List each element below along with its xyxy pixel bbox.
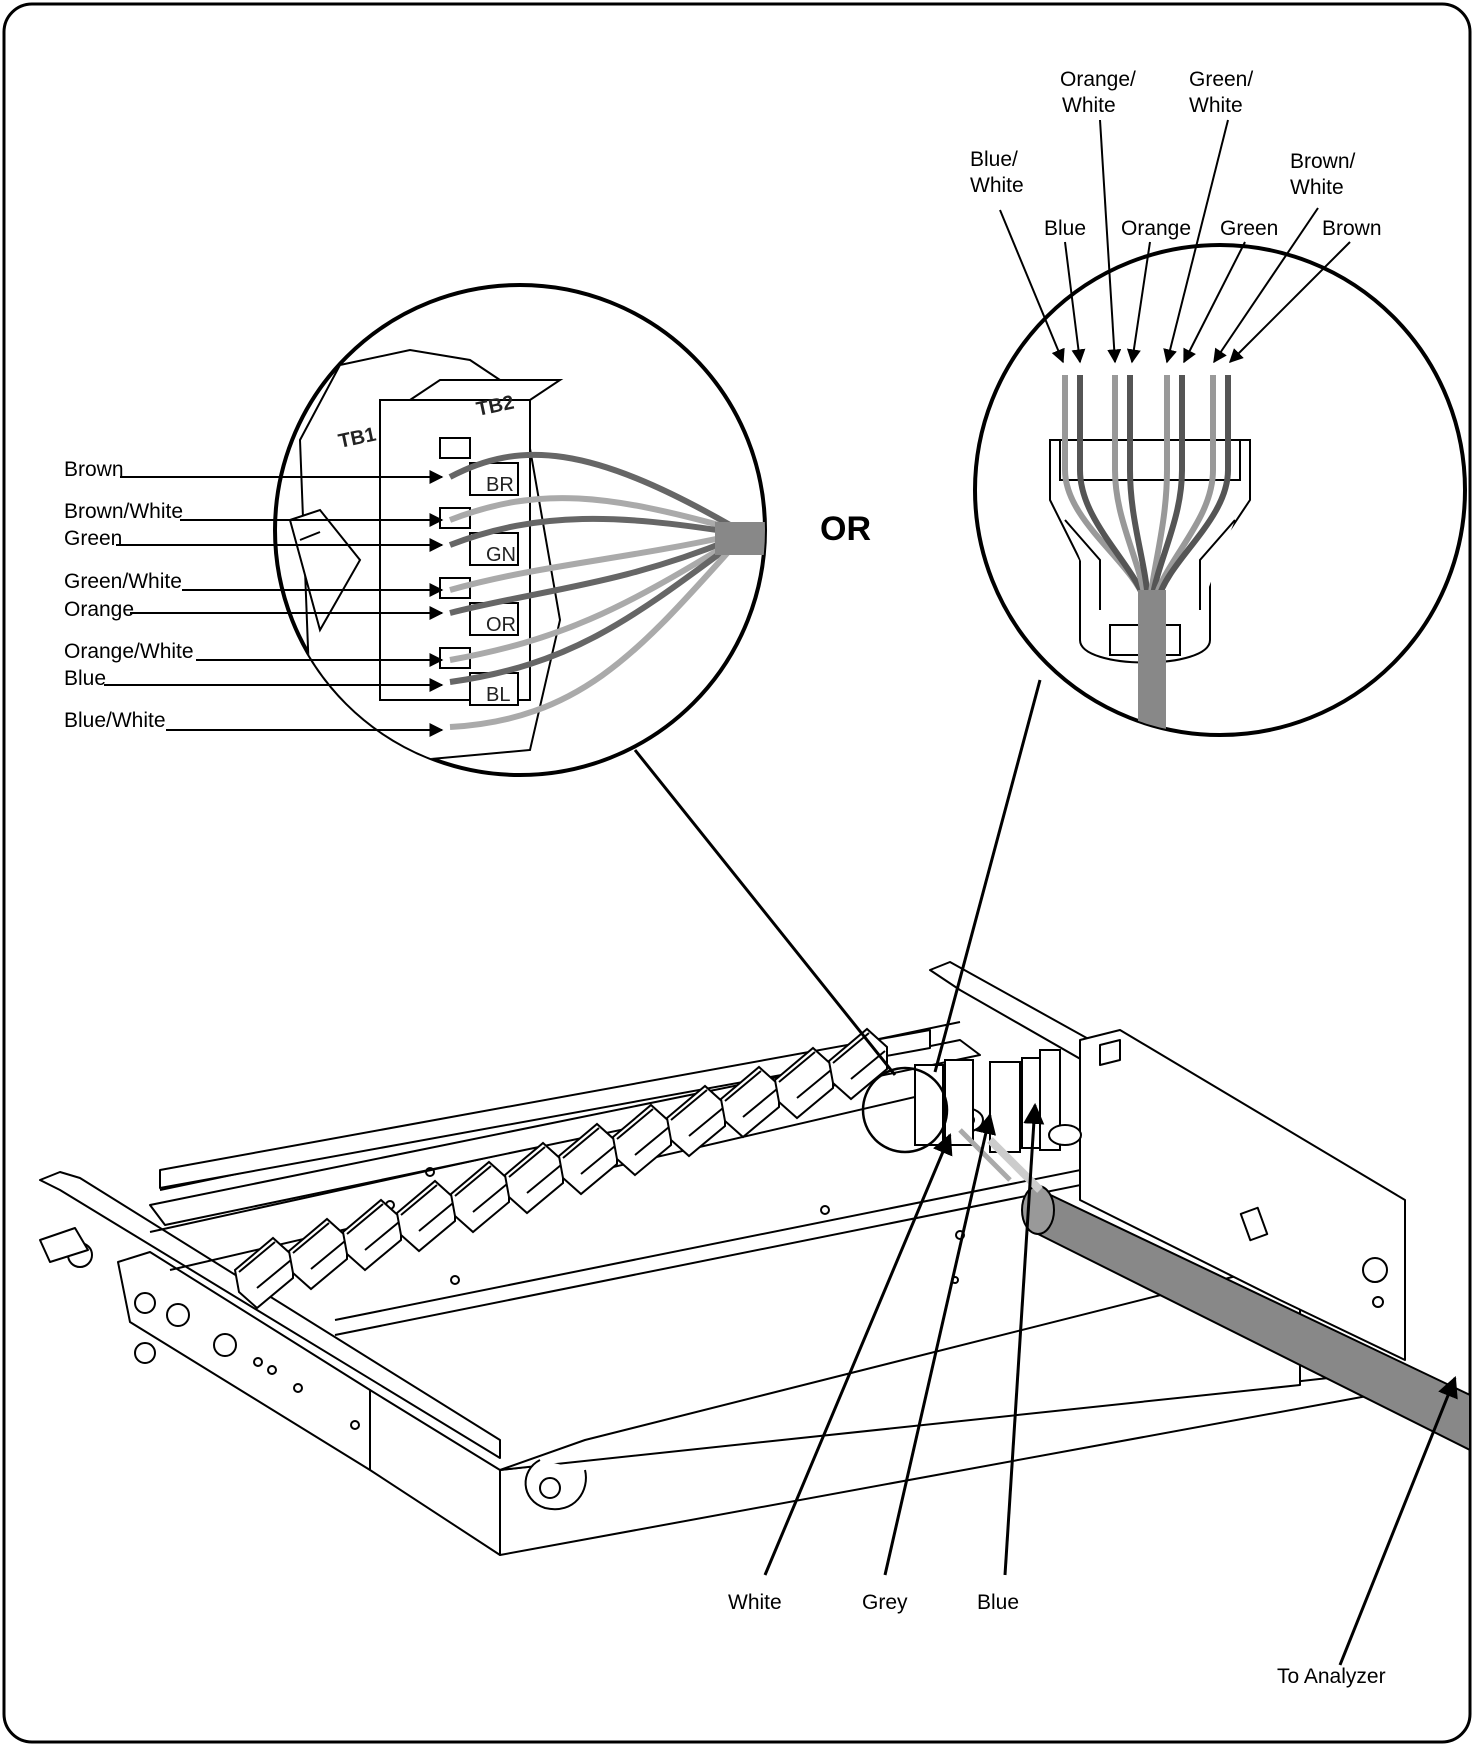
left-label-green-white: Green/White bbox=[64, 570, 182, 593]
block-label-br: BR bbox=[486, 474, 514, 496]
modular-connector bbox=[719, 1065, 780, 1139]
block-label-bl: BL bbox=[486, 684, 510, 706]
connector-row bbox=[233, 1027, 888, 1310]
left-label-orange: Orange bbox=[64, 598, 134, 621]
connector-detail bbox=[238, 1241, 292, 1289]
modular-connector bbox=[503, 1141, 564, 1215]
tray-chassis bbox=[39, 961, 1406, 1556]
right-label-green-white: Green/White bbox=[1189, 68, 1253, 117]
modular-connector bbox=[611, 1103, 672, 1177]
modular-connector bbox=[233, 1236, 294, 1310]
left-zoom-leader bbox=[633, 749, 897, 1076]
right-zoom-leader bbox=[933, 679, 1042, 1073]
connector-detail bbox=[454, 1165, 508, 1213]
bottom-label-blue: Blue bbox=[977, 1591, 1019, 1614]
right-zoom-detail: Blue/White Blue Orange/White Orange Gree… bbox=[970, 68, 1467, 737]
left-label-brown: Brown bbox=[64, 458, 124, 481]
or-label: OR bbox=[820, 510, 871, 548]
connector-detail bbox=[616, 1108, 670, 1156]
modular-connector bbox=[449, 1160, 510, 1234]
left-label-blue-white: Blue/White bbox=[64, 709, 166, 732]
connector-detail bbox=[346, 1203, 400, 1251]
left-zoom-detail: TB1 TB2 BR GN OR BL Brown Brown/White Gr… bbox=[64, 283, 767, 777]
connector-detail bbox=[724, 1070, 778, 1118]
right-label-orange: Orange bbox=[1121, 217, 1191, 240]
connector-detail bbox=[778, 1051, 832, 1099]
left-wire-labels: Brown Brown/White Green Green/White Oran… bbox=[64, 458, 194, 732]
bottom-label-grey: Grey bbox=[862, 1591, 908, 1614]
right-wire-labels: Blue/White Blue Orange/White Orange Gree… bbox=[970, 68, 1382, 240]
right-label-brown-white: Brown/White bbox=[1290, 150, 1356, 199]
modular-connector bbox=[341, 1198, 402, 1272]
block-label-gn: GN bbox=[486, 544, 516, 566]
right-label-orange-white: Orange/White bbox=[1060, 68, 1136, 117]
connector-detail bbox=[508, 1146, 562, 1194]
block-label-or: OR bbox=[486, 614, 516, 636]
bottom-label-white: White bbox=[728, 1591, 782, 1614]
connector-detail bbox=[400, 1184, 454, 1232]
modular-connector bbox=[395, 1179, 456, 1253]
right-label-blue: Blue bbox=[1044, 217, 1086, 240]
modular-connector bbox=[287, 1217, 348, 1291]
right-label-blue-white: Blue/White bbox=[970, 148, 1024, 197]
connector-detail bbox=[562, 1127, 616, 1175]
terminal-blocks bbox=[914, 1049, 1082, 1153]
connector-detail bbox=[670, 1089, 724, 1137]
analyzer-label: To Analyzer bbox=[1277, 1665, 1386, 1688]
modular-connector bbox=[773, 1046, 834, 1120]
left-label-orange-white: Orange/White bbox=[64, 640, 194, 663]
right-label-brown: Brown bbox=[1322, 217, 1382, 240]
left-label-brown-white: Brown/White bbox=[64, 500, 183, 523]
modular-connector bbox=[665, 1084, 726, 1158]
left-label-blue: Blue bbox=[64, 667, 106, 690]
right-label-green: Green bbox=[1220, 217, 1278, 240]
modular-connector bbox=[557, 1122, 618, 1196]
detail-focus-circle bbox=[861, 1066, 949, 1154]
left-label-green: Green bbox=[64, 527, 122, 550]
connector-detail bbox=[292, 1222, 346, 1270]
